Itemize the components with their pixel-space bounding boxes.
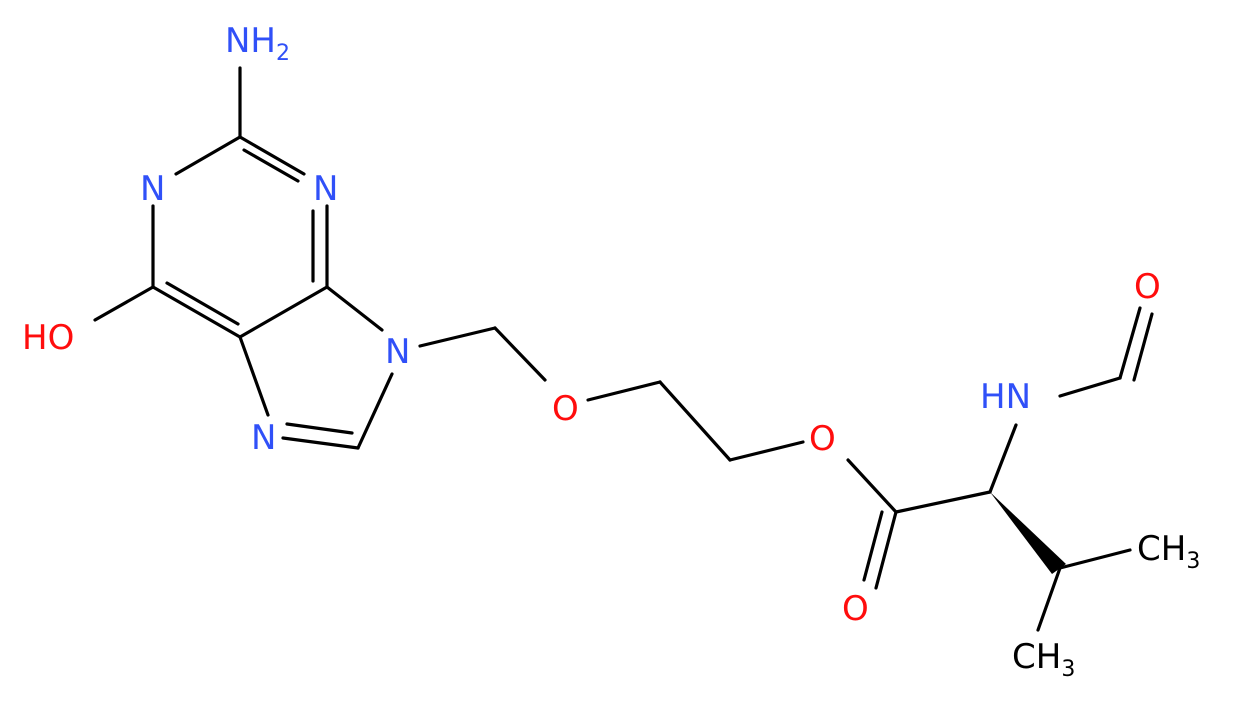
bond-ccarb-calpha — [894, 490, 992, 514]
ester-oxygen-label: O — [809, 419, 836, 459]
bond-o-ch2b — [586, 380, 662, 402]
n7-label: N — [251, 418, 276, 458]
bond-c6-c5-inner — [165, 281, 240, 326]
bond-n9-ch2 — [418, 326, 497, 348]
bond-cho-o — [1118, 306, 1142, 380]
n1-label: N — [140, 169, 165, 209]
bond-cbeta-ch3a — [1058, 548, 1132, 570]
bond-c2-n3 — [238, 135, 306, 176]
n3-label: N — [313, 169, 338, 209]
bond-ch2-o — [493, 326, 547, 382]
amino-label: NH2 — [225, 21, 290, 66]
bond-c6-c5 — [151, 285, 242, 339]
bond-c5-n7 — [238, 335, 270, 417]
bond-c4-n9 — [325, 285, 384, 332]
bond-c6-oh — [93, 285, 155, 322]
bond-c4-c5 — [238, 285, 329, 339]
amide-nh-label: HN — [980, 377, 1031, 417]
bond-calpha-nh — [988, 423, 1018, 494]
bond-cho-o-inner — [1132, 312, 1154, 382]
bond-ch2c-oester — [728, 440, 805, 462]
bond-nh-cho — [1058, 376, 1122, 398]
formyl-oxygen-label: O — [1134, 267, 1161, 307]
bond-ccarb-o — [874, 510, 898, 590]
bond-ccarb-o-inner — [862, 510, 884, 582]
methyl-bottom-label: CH3 — [1012, 637, 1075, 682]
bond-c2-n3-inner — [242, 148, 300, 183]
bond-calpha-cbeta-wedge — [990, 492, 1066, 574]
bond-c2-n1 — [174, 135, 242, 176]
bond-n7-c8 — [281, 436, 360, 450]
bond-oester-ccarb — [846, 458, 898, 514]
ether-oxygen-label: O — [552, 389, 579, 429]
bonds — [93, 66, 1154, 632]
bond-n7-c8-inner — [285, 422, 354, 435]
carbonyl-oxygen-label: O — [842, 589, 869, 629]
methyl-right-label: CH3 — [1137, 529, 1200, 574]
atom-labels: NH2 N N N N HO O O O HN O CH3 CH3 — [22, 21, 1200, 682]
bond-ch2b-ch2c — [658, 380, 732, 462]
bond-cbeta-ch3b — [1036, 566, 1062, 632]
hydroxyl-label: HO — [22, 318, 74, 358]
bond-c8-n9 — [356, 372, 394, 450]
n9-label: N — [385, 332, 410, 372]
